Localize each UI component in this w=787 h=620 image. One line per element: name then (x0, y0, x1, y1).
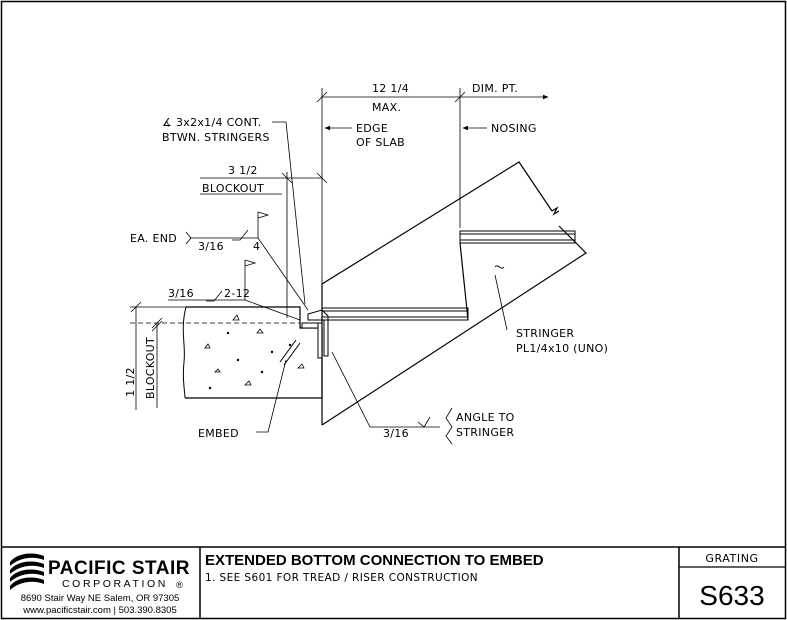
ea-end-label: EA. END (130, 232, 177, 245)
company-address: 8690 Stair Way NE Salem, OR 97305 (21, 593, 180, 604)
title-block: PACIFIC STAIR CORPORATION ® 8690 Stair W… (1, 546, 786, 619)
blockout-side-dim: 1 1/2 (124, 367, 137, 397)
stringer-label-1: STRINGER (516, 327, 574, 340)
weld-1-size: 3/16 (198, 240, 224, 253)
dim-pt-label: DIM. PT. (472, 82, 518, 95)
stringer (321, 161, 587, 426)
grating-top (459, 230, 576, 244)
company-corporation: CORPORATION (62, 578, 168, 590)
registered-mark: ® (176, 580, 183, 591)
drawing-title: EXTENDED BOTTOM CONNECTION TO EMBED (205, 552, 544, 569)
weld-1-length: 4 (253, 240, 260, 253)
stringer-label-2: PL1/4x10 (UNO) (516, 342, 608, 355)
company-logo-icon (10, 553, 44, 590)
company-name: PACIFIC STAIR (48, 558, 190, 579)
weld-2-size: 3/16 (168, 287, 194, 300)
detail-drawing: 12 1/4 MAX. DIM. PT. EDGE OF SLAB NOSING… (124, 82, 608, 445)
company-contact: www.pacificstair.com | 503.390.8305 (22, 605, 177, 616)
edge-of-slab-label-2: OF SLAB (356, 136, 405, 149)
embed-angle (279, 309, 329, 366)
sheet-number: S633 (699, 580, 764, 611)
angle-to-label-2: STRINGER (456, 426, 514, 439)
drawing-note: 1. SEE S601 FOR TREAD / RISER CONSTRUCTI… (205, 572, 478, 584)
angle-to-label-1: ANGLE TO (456, 411, 515, 424)
angle-label-2: BTWN. STRINGERS (162, 131, 270, 144)
drawing-labels: 12 1/4 MAX. DIM. PT. EDGE OF SLAB NOSING… (124, 82, 608, 440)
weld-2-length: 2-12 (224, 287, 250, 300)
grating-bottom (321, 307, 469, 321)
edge-of-slab-label-1: EDGE (356, 122, 388, 135)
angle-label-1: ∡ 3x2x1/4 CONT. (162, 116, 262, 129)
riser-line (459, 242, 469, 321)
embed-label: EMBED (198, 427, 239, 440)
dim-max: MAX. (372, 101, 401, 114)
weld-3-size: 3/16 (383, 427, 409, 440)
category-label: GRATING (705, 552, 758, 565)
blockout-side-label: BLOCKOUT (144, 337, 157, 399)
blockout-top-dim: 3 1/2 (228, 164, 258, 177)
dim-12-1-4: 12 1/4 (372, 82, 409, 95)
nosing-label: NOSING (491, 122, 537, 135)
dimension-lines (130, 88, 549, 445)
blockout-top-label: BLOCKOUT (202, 182, 264, 195)
